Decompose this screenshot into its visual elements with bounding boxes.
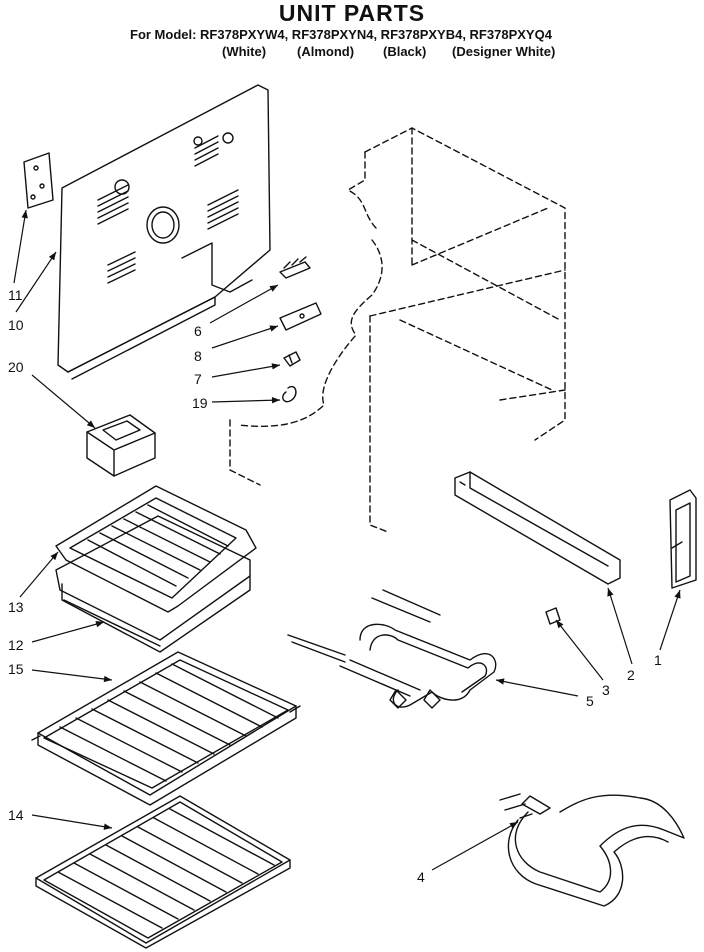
callout-number-2: 2: [627, 667, 635, 683]
leader-arrowhead-4: [509, 822, 518, 829]
leader-arrowhead-3: [556, 620, 564, 629]
callout-number-4: 4: [417, 869, 425, 885]
leader-line-5: [495, 679, 579, 697]
callout-number-5: 5: [586, 693, 594, 709]
leader-arrowhead-1: [674, 590, 681, 599]
leader-line-14: [31, 814, 113, 829]
leader-line-11: [13, 209, 27, 284]
leader-arrowhead-12: [95, 621, 104, 628]
part-6-terminal-block: [279, 256, 311, 279]
callout-number-1: 1: [654, 652, 662, 668]
leader-arrowhead-11: [21, 210, 28, 219]
leader-line-8: [211, 325, 279, 349]
oven-cavity-outline: [229, 127, 566, 533]
leader-arrowhead-14: [103, 823, 112, 830]
part-11-bracket-plate: [23, 152, 54, 209]
color-label-black: (Black): [383, 44, 427, 59]
part-1-side-bracket: [669, 489, 697, 589]
part-19-wire-clip: [282, 385, 297, 403]
leader-arrowhead-19: [271, 397, 280, 404]
leader-line-1: [659, 589, 681, 651]
callout-number-3: 3: [602, 682, 610, 698]
part-14-oven-rack: [35, 795, 291, 949]
leader-arrowhead-5: [496, 678, 505, 685]
leader-line-3: [555, 619, 604, 681]
leader-line-10: [15, 251, 57, 313]
part-12-broiler-pan: [55, 515, 251, 653]
leader-arrowhead-20: [86, 420, 95, 428]
part-15-oven-rack: [31, 651, 301, 806]
leader-line-13: [19, 551, 59, 598]
callout-number-8: 8: [194, 348, 202, 364]
callout-number-7: 7: [194, 371, 202, 387]
leader-line-4: [431, 821, 519, 871]
callout-leader-lines: [13, 209, 681, 871]
part-20-transformer: [86, 414, 156, 477]
diagram-title: UNIT PARTS: [278, 0, 426, 26]
part-4-broil-element: [499, 793, 685, 907]
leader-arrowhead-6: [269, 285, 278, 292]
leader-arrowhead-7: [271, 363, 280, 370]
part-13-broiler-grid: [55, 485, 257, 613]
leader-arrowhead-15: [103, 675, 112, 683]
callout-number-19: 19: [192, 395, 208, 411]
callout-number-15: 15: [8, 661, 24, 677]
leader-arrowhead-8: [269, 325, 278, 332]
part-3-clip: [545, 607, 561, 625]
leader-line-6: [209, 284, 279, 324]
callout-number-6: 6: [194, 323, 202, 339]
leader-line-7: [211, 364, 281, 378]
leader-arrowhead-13: [50, 552, 58, 561]
callout-number-14: 14: [8, 807, 24, 823]
part-10-rear-panel: [57, 84, 271, 380]
leader-arrowhead-2: [607, 588, 614, 597]
part-5-bake-element: [287, 589, 497, 709]
part-7-connector: [283, 351, 301, 367]
callout-number-12: 12: [8, 637, 24, 653]
model-list: For Model: RF378PXYW4, RF378PXYN4, RF378…: [130, 27, 552, 42]
leader-line-20: [31, 374, 96, 429]
callout-number-11: 11: [8, 287, 23, 303]
callout-number-10: 10: [8, 317, 24, 333]
part-2-support-rail: [454, 471, 621, 585]
leader-arrowhead-10: [48, 252, 56, 261]
callout-number-20: 20: [8, 359, 24, 375]
leader-line-12: [31, 621, 105, 643]
color-label-white: (White): [222, 44, 267, 59]
leader-line-19: [211, 399, 281, 403]
color-label-designer-white: (Designer White): [452, 44, 556, 59]
callout-number-13: 13: [8, 599, 24, 615]
part-8-bracket: [279, 302, 322, 331]
color-label-almond: (Almond): [297, 44, 355, 59]
leader-line-15: [31, 669, 113, 681]
leader-line-2: [607, 587, 633, 665]
